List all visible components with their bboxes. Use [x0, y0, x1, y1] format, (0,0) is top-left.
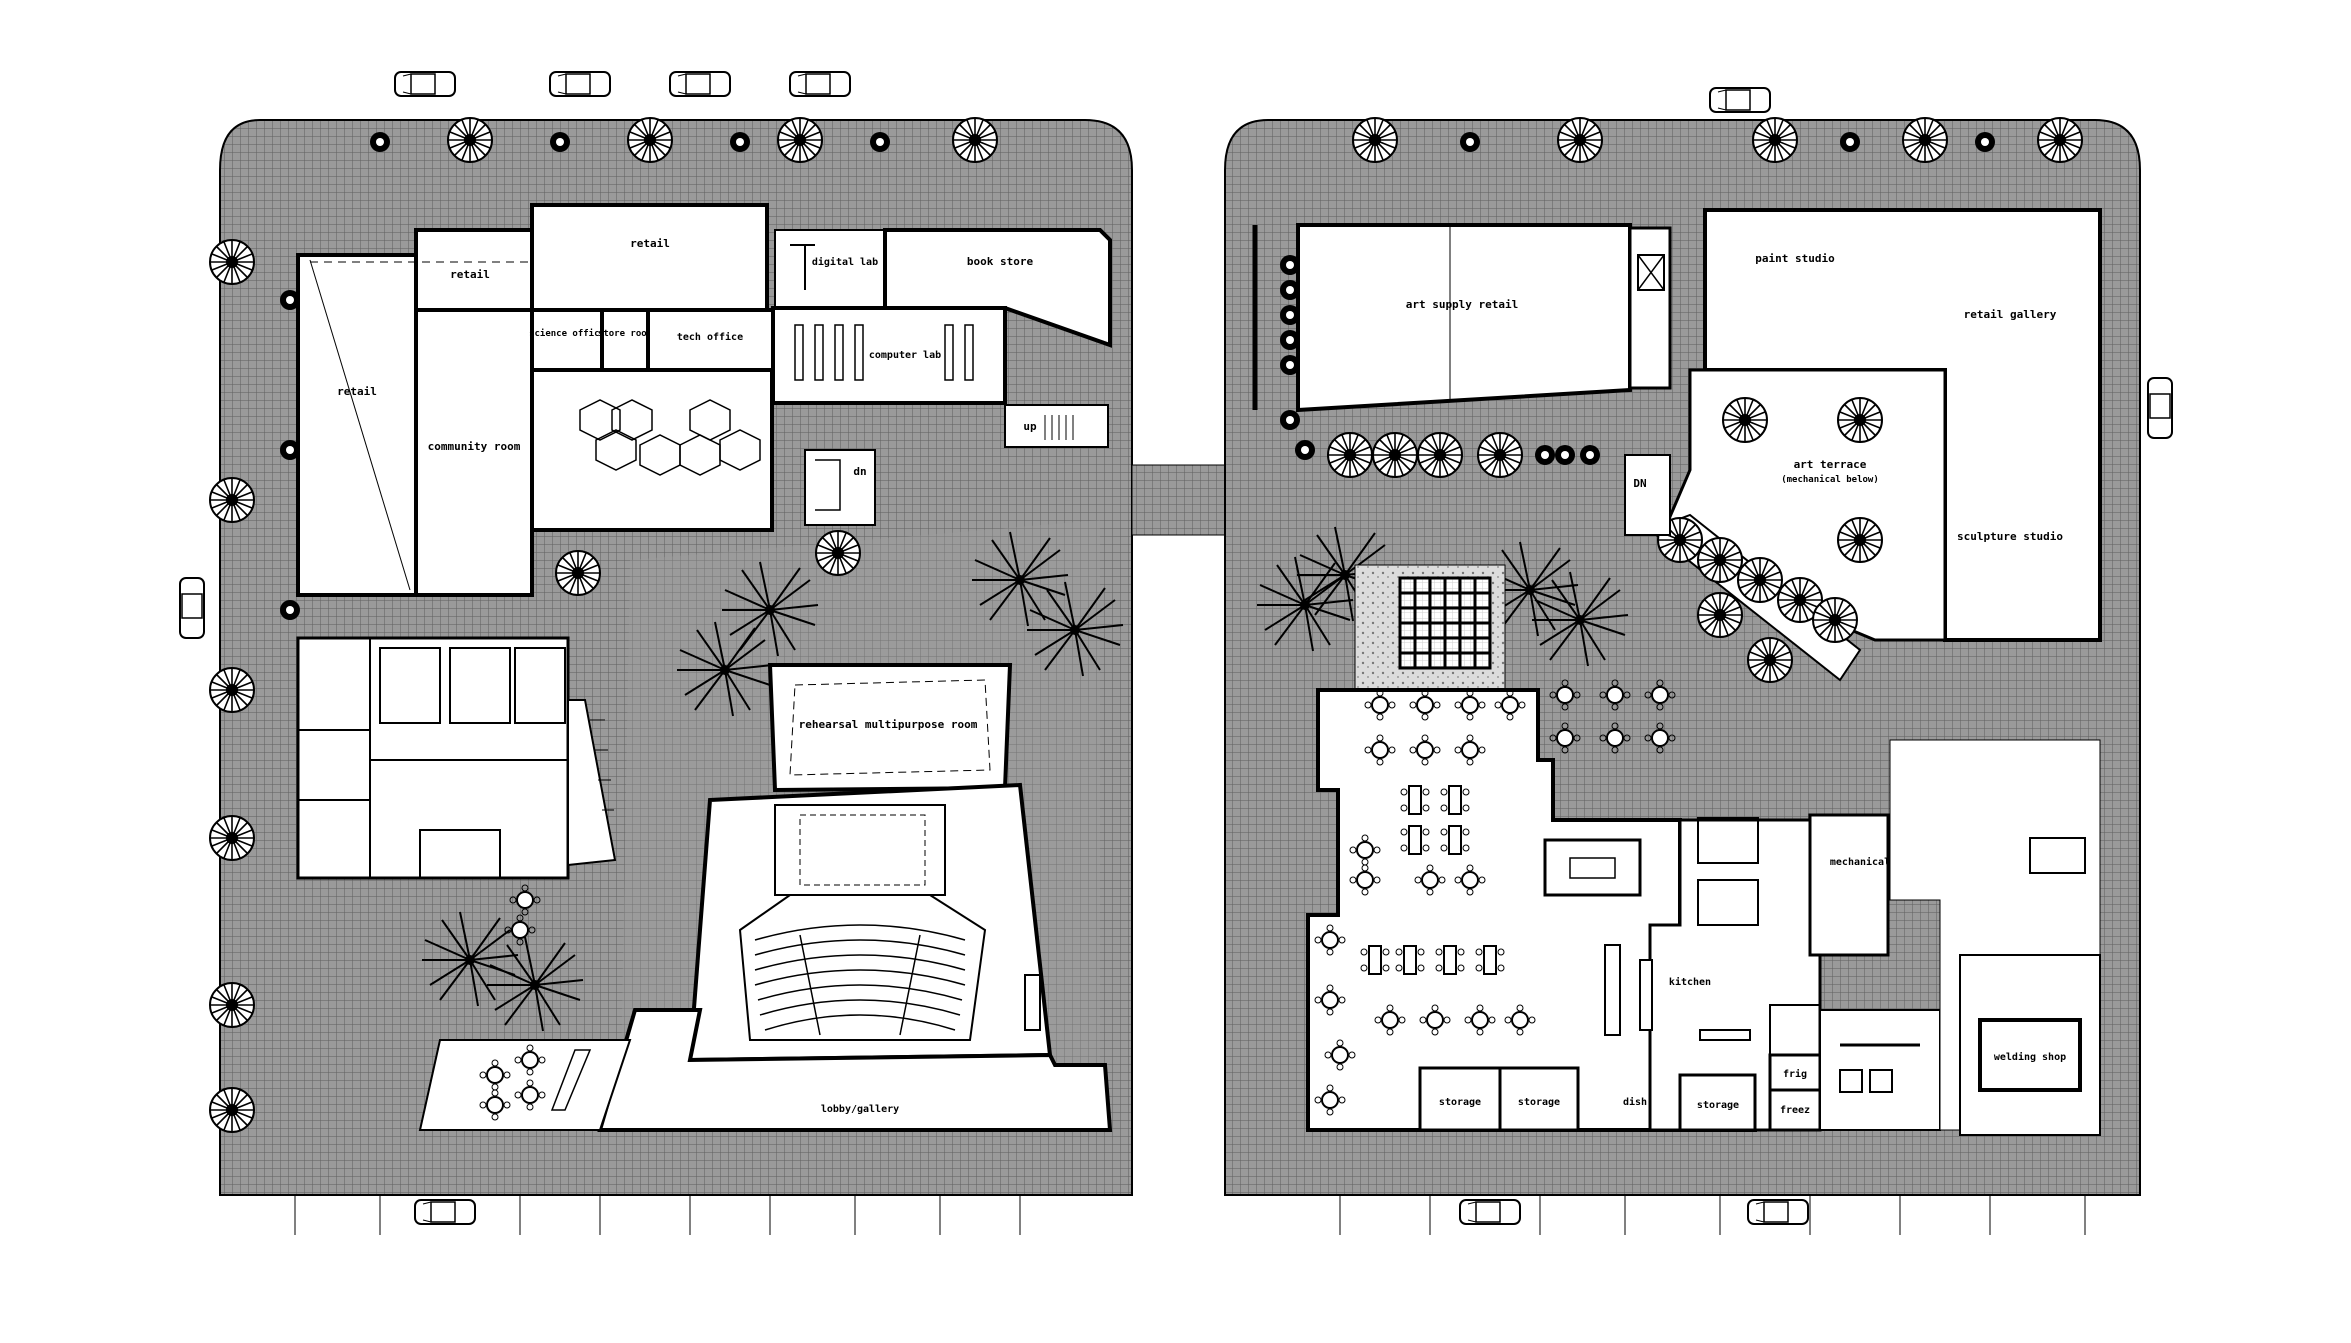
room-mechanical — [1808, 813, 1890, 957]
room-science-office-label: science office — [529, 328, 605, 339]
stair-up-west — [1004, 404, 1109, 448]
room-art-terrace-note: (mechanical below) — [1781, 474, 1879, 485]
room-storage-3-label: storage — [1697, 1100, 1739, 1111]
room-storage-1-label: storage — [1439, 1097, 1481, 1108]
room-retail-top — [530, 203, 769, 312]
room-art-terrace-label: art terrace — [1794, 458, 1867, 471]
room-retail-left-label: retail — [337, 385, 377, 398]
room-welding-shop-label: welding shop — [1994, 1051, 2066, 1063]
room-retail-top-label: retail — [630, 237, 670, 250]
room-retail-left — [296, 253, 418, 597]
stair-dn-east-label: DN — [1633, 477, 1646, 490]
room-lobby-gallery — [597, 1008, 1113, 1132]
stair-up-west-label: up — [1023, 420, 1037, 433]
room-tech-office-label: tech office — [677, 331, 743, 343]
room-store — [600, 308, 650, 372]
room-paint-studio-label: paint studio — [1755, 252, 1835, 265]
room-storage-1 — [1418, 1066, 1502, 1132]
restroom-block — [296, 636, 570, 880]
room-community-label: community room — [428, 440, 521, 453]
room-storage-2-label: storage — [1518, 1097, 1560, 1108]
room-book-store-label: book store — [967, 255, 1034, 268]
room-lobby-gallery-label: lobby/gallery — [821, 1104, 899, 1115]
room-digital-lab-label: digital lab — [812, 256, 878, 268]
room-science-office — [530, 308, 604, 372]
east-block: art supply retail paint studio retail ga… — [1224, 87, 2173, 1235]
room-storage-2 — [1498, 1066, 1580, 1132]
room-welding-shop — [1978, 1018, 2082, 1092]
room-storage-3 — [1678, 1073, 1757, 1132]
room-retail-small-label: retail — [450, 268, 490, 281]
room-computer-lab-label: computer lab — [869, 350, 941, 361]
room-freez-label: freez — [1780, 1105, 1810, 1116]
room-dish-label: dish — [1623, 1096, 1647, 1108]
room-digital-lab — [774, 229, 886, 309]
room-art-supply-retail — [1296, 223, 1632, 413]
room-tech-office — [646, 308, 775, 372]
room-mechanical-label: mechanical — [1830, 856, 1890, 868]
room-store-label: store room — [598, 329, 653, 339]
room-kitchen-label: kitchen — [1669, 976, 1711, 988]
crosswalk — [1131, 464, 1228, 536]
room-retail-gallery-label: retail gallery — [1964, 308, 2057, 321]
room-retail-small — [414, 228, 534, 312]
room-computer-lab — [771, 306, 1007, 405]
west-block: retail community room retail retail digi… — [179, 71, 1133, 1235]
room-frig-label: frig — [1783, 1068, 1807, 1080]
stair-dn-west-label: dn — [853, 465, 866, 478]
room-sculpture-studio-label: sculpture studio — [1957, 530, 2063, 543]
theater-seating — [754, 924, 966, 1036]
room-community — [414, 308, 534, 597]
room-rehearsal-label: rehearsal multipurpose room — [799, 718, 978, 731]
room-art-supply-retail-label: art supply retail — [1406, 298, 1519, 311]
room-meeting — [530, 368, 774, 532]
